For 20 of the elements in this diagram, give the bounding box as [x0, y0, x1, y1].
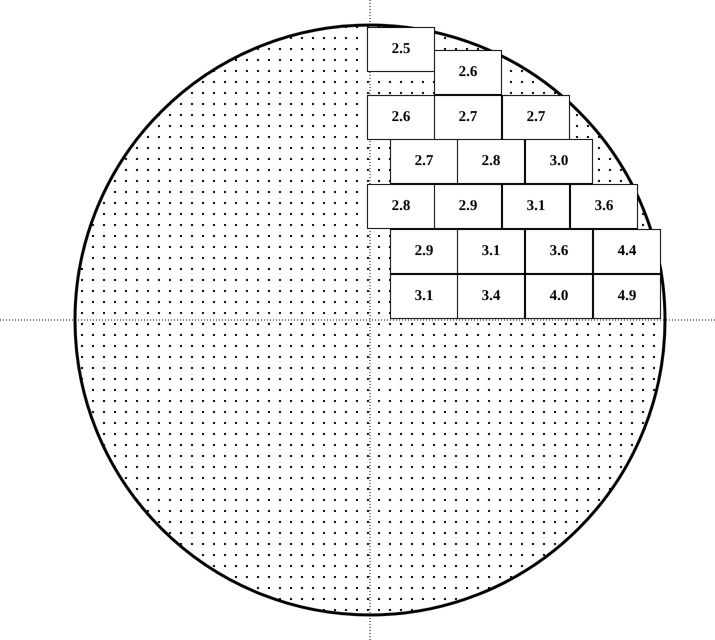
measurement-box: 2.8	[367, 184, 435, 229]
measurement-box: 4.9	[593, 274, 661, 319]
measurement-box: 2.8	[457, 139, 525, 184]
measurement-box: 3.1	[502, 184, 570, 229]
measurement-box: 3.0	[525, 139, 593, 184]
measurement-box: 2.7	[390, 139, 458, 184]
measurement-box: 3.4	[457, 274, 525, 319]
measurement-box: 2.7	[502, 95, 570, 140]
measurement-box: 3.6	[570, 184, 638, 229]
measurement-box: 2.6	[367, 95, 435, 140]
measurement-box: 3.1	[390, 274, 458, 319]
measurement-box: 3.6	[525, 229, 593, 274]
measurement-box: 4.0	[525, 274, 593, 319]
measurement-box: 2.5	[367, 27, 435, 72]
measurement-box: 2.7	[434, 95, 502, 140]
measurement-box: 2.9	[434, 184, 502, 229]
measurement-box: 4.4	[593, 229, 661, 274]
measurement-box: 3.1	[457, 229, 525, 274]
measurement-box: 2.6	[434, 50, 502, 95]
measurement-box: 2.9	[390, 229, 458, 274]
